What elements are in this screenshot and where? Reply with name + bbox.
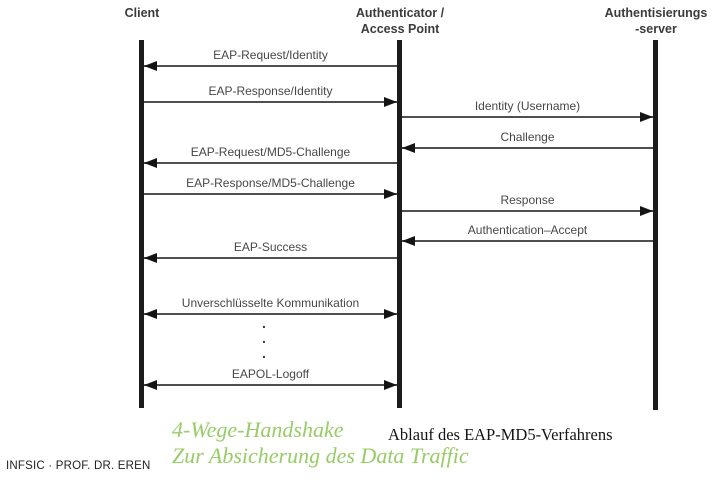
message-challenge: Challenge (402, 130, 653, 149)
message-authentication-accept: Authentication–Accept (402, 223, 653, 242)
figure-caption: Ablauf des EAP-MD5-Verfahrens (388, 425, 613, 444)
arrow-right-icon (144, 101, 397, 103)
actor-header-server: Authentisierungs -server (591, 6, 721, 37)
message-eap-request-md5-challenge: EAP-Request/MD5-Challenge (144, 145, 397, 164)
arrow-left-icon (402, 147, 653, 149)
message-label: Challenge (500, 130, 555, 144)
message-label: EAP-Response/Identity (208, 84, 333, 98)
message-label: Authentication–Accept (467, 223, 588, 237)
actor-label: Client (124, 6, 160, 20)
arrow-left-icon (144, 162, 397, 164)
actor-label: -server (635, 21, 677, 36)
caption-handshake-line1: 4-Wege-Handshake (172, 417, 344, 442)
message-label: Response (500, 193, 555, 207)
actor-header-client: Client (77, 6, 207, 22)
message-identity-username: Identity (Username) (402, 99, 653, 118)
message-response: Response (402, 193, 653, 212)
arrow-right-icon (402, 210, 653, 212)
arrow-both-icon (144, 384, 397, 386)
actor-label: Authentisierungs (604, 6, 708, 20)
message-eap-success: EAP-Success (144, 240, 397, 259)
lifeline-authenticator (397, 40, 402, 408)
arrow-left-icon (144, 65, 397, 67)
message-label: EAP-Success (233, 240, 308, 254)
message-label: EAP-Request/MD5-Challenge (190, 145, 351, 159)
ellipsis-dot: . (262, 315, 266, 331)
message-label: EAPOL-Logoff (231, 367, 310, 381)
message-eap-response-identity: EAP-Response/Identity (144, 84, 397, 103)
actor-header-authenticator: Authenticator / Access Point (335, 6, 465, 37)
arrow-right-icon (144, 193, 397, 195)
arrow-both-icon (144, 313, 397, 315)
ellipsis-dot: . (262, 330, 266, 346)
caption-handshake-line2: Zur Absicherung des Data Traffic (172, 443, 469, 468)
message-eap-response-md5-challenge: EAP-Response/MD5-Challenge (144, 176, 397, 195)
message-label: EAP-Request/Identity (213, 48, 328, 62)
message-label: Unverschlüsselte Kommunikation (181, 296, 360, 310)
message-unencrypted-communication: Unverschlüsselte Kommunikation (144, 296, 397, 315)
actor-label: Access Point (360, 21, 440, 36)
arrow-left-icon (144, 257, 397, 259)
arrow-left-icon (402, 240, 653, 242)
lifeline-server (653, 40, 658, 410)
message-label: EAP-Response/MD5-Challenge (186, 176, 355, 190)
message-eapol-logoff: EAPOL-Logoff (144, 367, 397, 386)
message-label: Identity (Username) (474, 99, 581, 113)
lifeline-client (139, 40, 144, 408)
message-eap-request-identity: EAP-Request/Identity (144, 48, 397, 67)
vertical-ellipsis: . . . (258, 315, 270, 362)
arrow-right-icon (402, 116, 653, 118)
ellipsis-dot: . (262, 345, 266, 361)
footer-credit: INFSIC · PROF. DR. EREN (6, 460, 151, 472)
actor-label: Authenticator / (355, 6, 445, 20)
